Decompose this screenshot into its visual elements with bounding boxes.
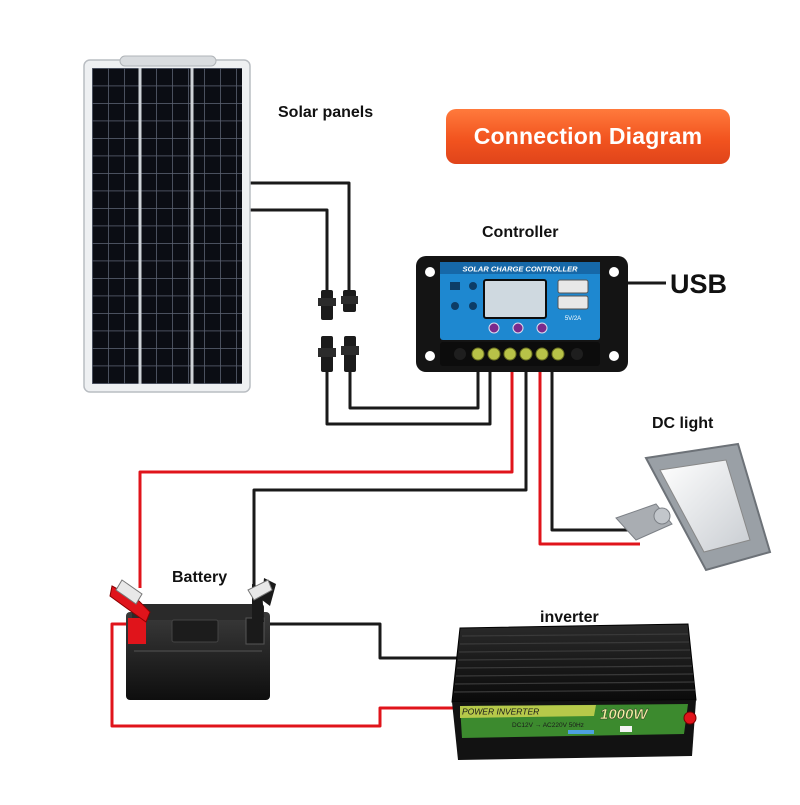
solar-panel — [83, 55, 251, 393]
battery-negative-wire — [252, 362, 528, 588]
pv-wire-1 — [325, 362, 492, 426]
solar-panels-label: Solar panels — [278, 104, 373, 121]
inverter-positive-wire — [110, 622, 462, 728]
diagram-title: Connection Diagram — [473, 123, 703, 149]
mc4-connectors — [318, 290, 359, 372]
inverter-spec-text: DC12V → AC220V 50Hz — [512, 722, 584, 729]
title-banner: Connection Diagram — [446, 109, 730, 164]
inverter-negative-wire — [265, 622, 470, 660]
inverter: POWER INVERTER DC12V → AC220V 50Hz 1000W — [451, 623, 697, 760]
inverter-brand-text: POWER INVERTER — [462, 707, 539, 717]
dc-light — [615, 442, 772, 572]
panel-wire-2 — [246, 208, 329, 292]
battery-label: Battery — [172, 569, 227, 586]
load-negative-wire — [550, 362, 640, 532]
controller-usb-text: 5V/2A — [565, 316, 581, 322]
charge-controller: SOLAR CHARGE CONTROLLER 5V/2A — [416, 256, 628, 372]
load-positive-wire — [538, 362, 640, 546]
panel-wire-1 — [246, 181, 351, 292]
battery — [109, 578, 276, 700]
dc-light-label: DC light — [652, 415, 714, 432]
inverter-label: inverter — [540, 609, 599, 626]
inverter-power-text: 1000W — [600, 706, 649, 723]
battery-positive-wire — [138, 362, 514, 588]
controller-label: Controller — [482, 224, 558, 241]
usb-label: USB — [670, 269, 727, 299]
controller-brand-text: SOLAR CHARGE CONTROLLER — [463, 265, 579, 274]
pv-wire-2 — [348, 362, 480, 410]
